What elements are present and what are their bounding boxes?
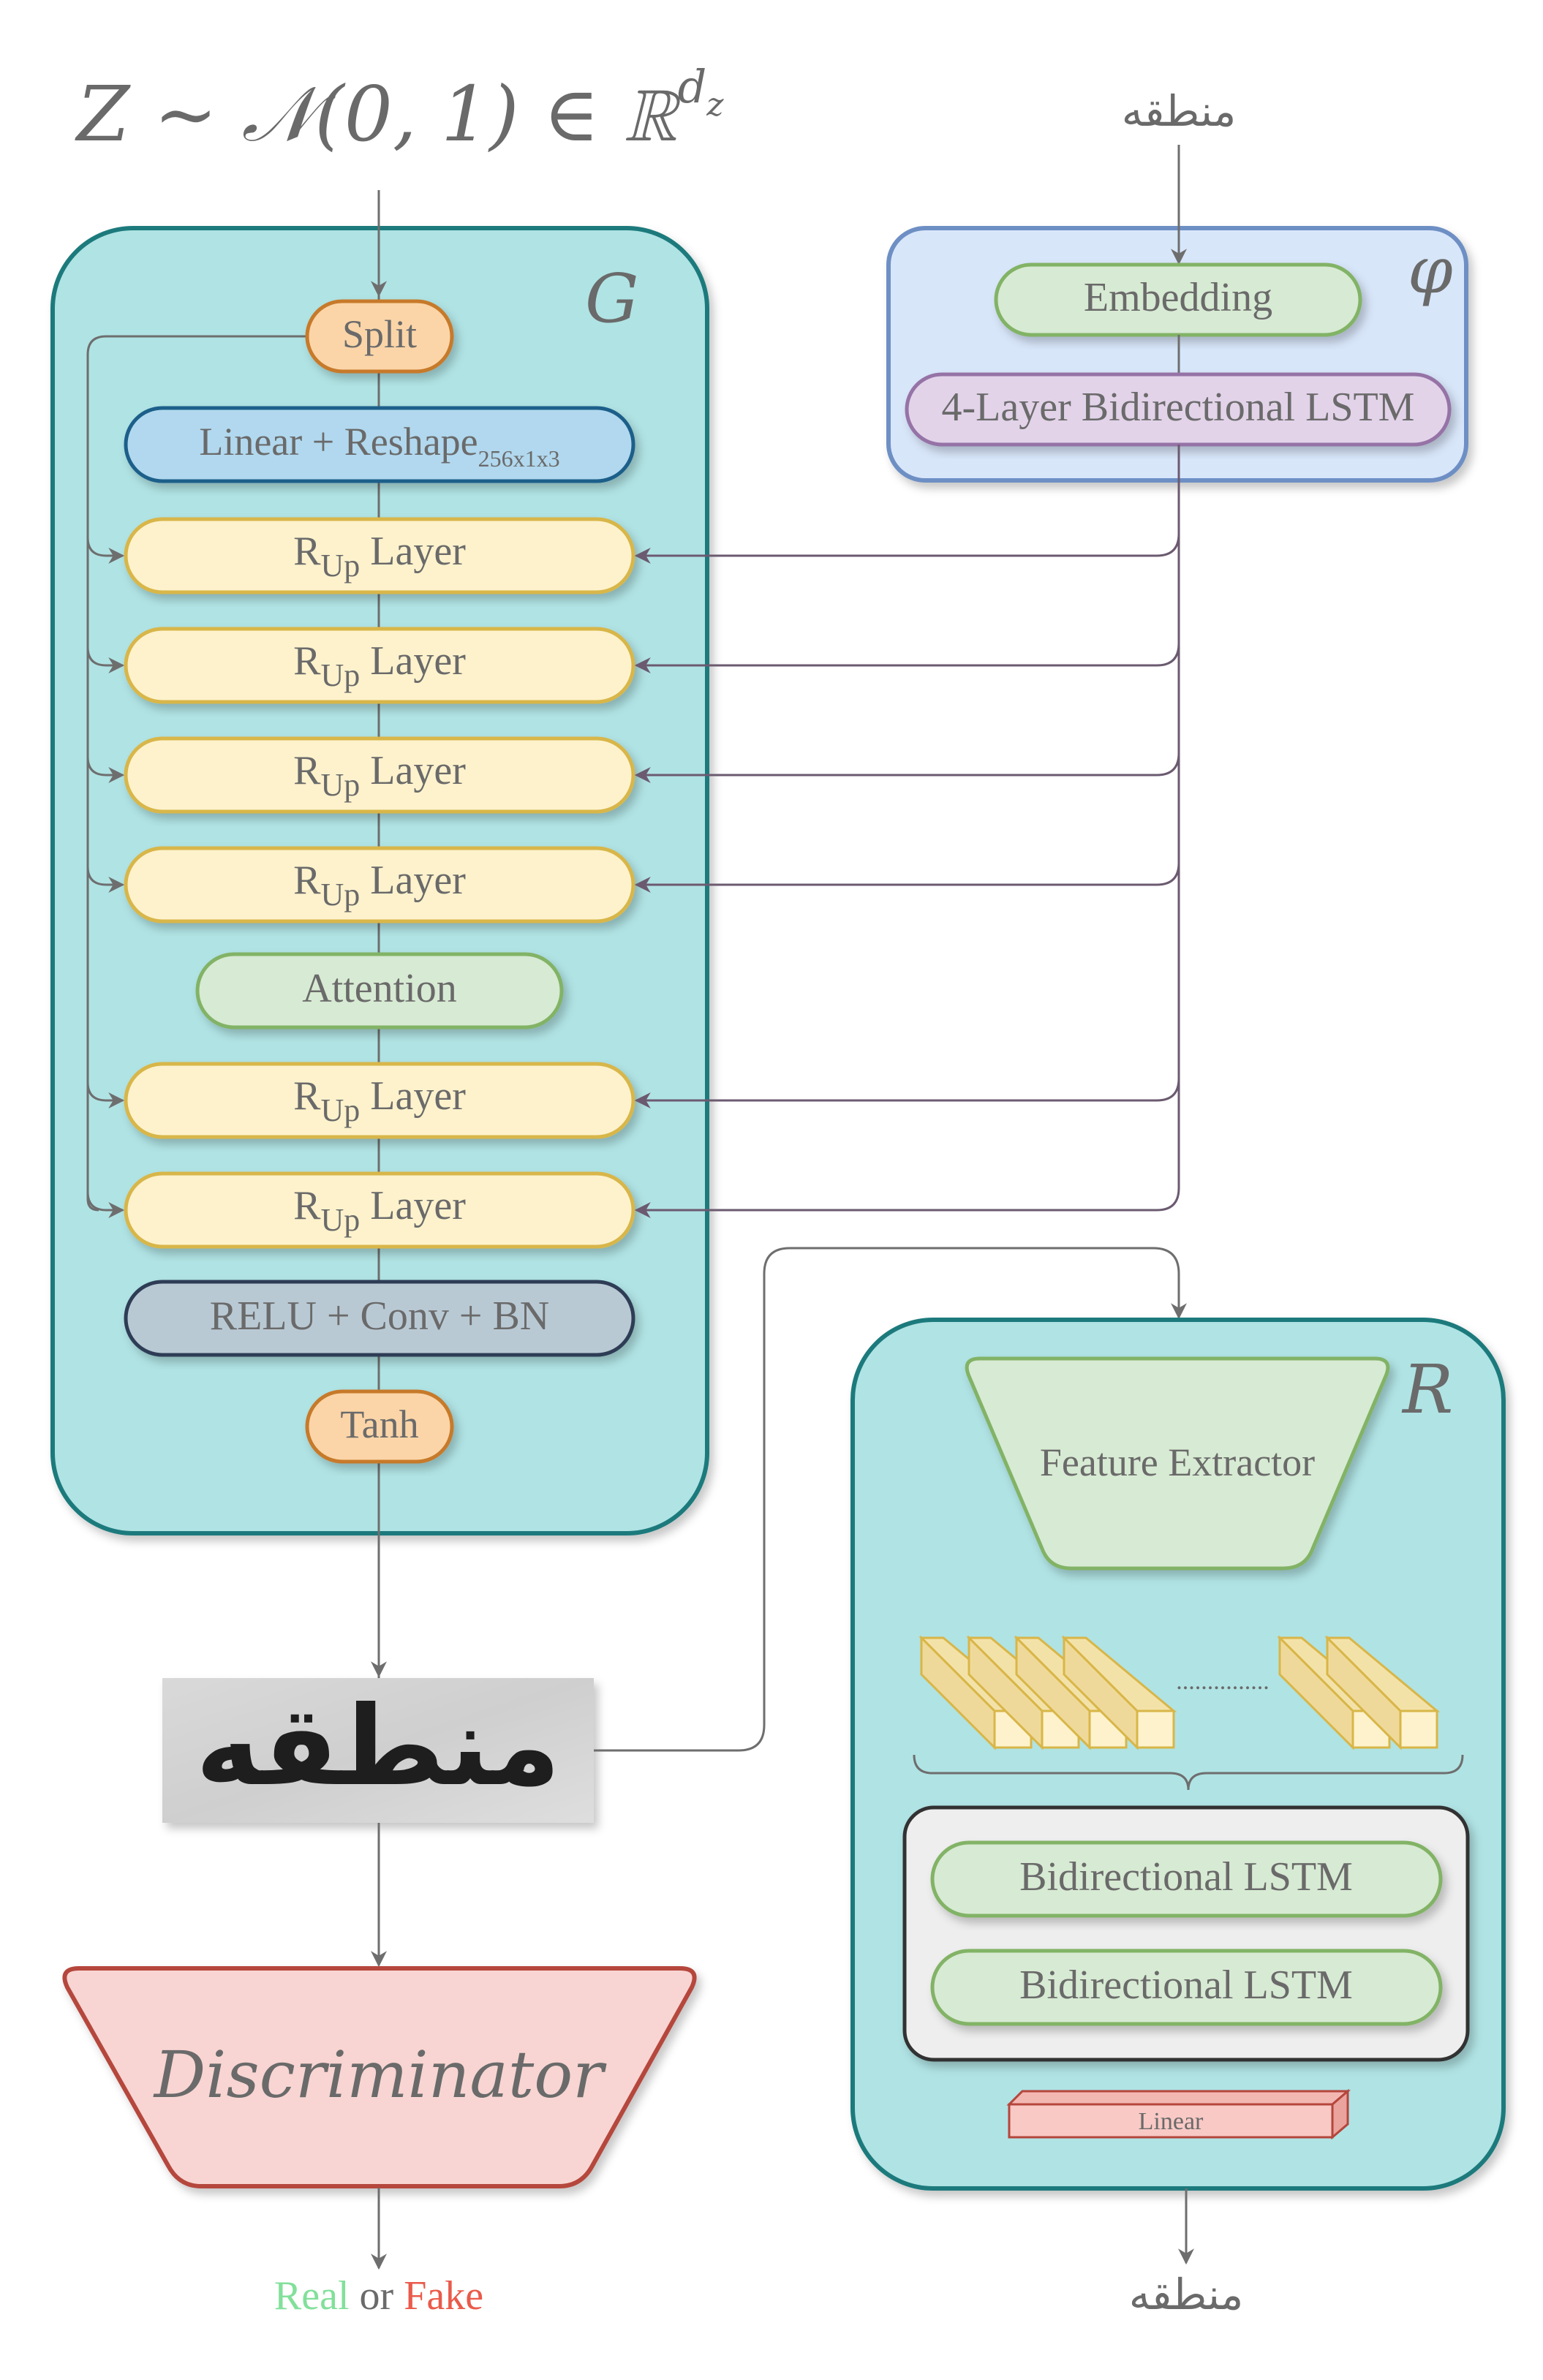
generator-label: G (585, 260, 639, 338)
feature-column-4 (1061, 1635, 1177, 1750)
feature-columns (918, 1635, 1441, 1750)
feature-dots: ............... (1176, 1668, 1270, 1695)
feature-extractor-label: Feature Extractor (1040, 1440, 1315, 1484)
feature-extractor-block (965, 1356, 1390, 1571)
split-bus (86, 335, 307, 1212)
split-bus-arrows (86, 537, 125, 1218)
bilstm-block-1 (930, 1840, 1443, 1918)
relu-conv-bn-label: RELU + Conv + BN (210, 1293, 550, 1339)
linear-reshape-block (124, 406, 635, 483)
rup-layer-6: RUp Layer (124, 1171, 635, 1249)
bilstm-block-2 (930, 1949, 1443, 2026)
attention-block (195, 952, 564, 1030)
svg-text:RUp Layer: RUp Layer (293, 858, 466, 913)
discriminator-label: Discriminator (153, 2037, 607, 2112)
svg-text:RUp Layer: RUp Layer (293, 1183, 466, 1238)
generated-image-word: منطقه (195, 1683, 560, 1810)
tanh-label: Tanh (340, 1402, 418, 1446)
tanh-block (305, 1389, 454, 1464)
recognizer-linear-label: Linear (1139, 2108, 1204, 2135)
generated-image (162, 1678, 594, 1823)
conditioning-arrows (634, 445, 1180, 1218)
relu-conv-bn-block (124, 1280, 635, 1357)
rup-layer-1: RUp Layer (124, 517, 635, 594)
rup-layer-5: RUp Layer (124, 1062, 635, 1139)
split-label: Split (342, 312, 417, 356)
svg-text:RUp Layer: RUp Layer (293, 529, 466, 583)
recognizer-linear-block (1006, 2088, 1351, 2140)
real-label: Real (274, 2273, 350, 2319)
rup-layer-2: RUp Layer (124, 627, 635, 704)
phi-lstm-label: 4-Layer Bidirectional LSTM (942, 385, 1415, 430)
linear-reshape-label: Linear + Reshape256x1x3 (199, 420, 559, 472)
bilstm-label-1: Bidirectional LSTM (1019, 1854, 1353, 1900)
svg-text:RUp Layer: RUp Layer (293, 638, 466, 693)
recognizer-label: R (1401, 1350, 1453, 1429)
input-word: منطقه (1122, 88, 1237, 135)
noise-formula: Z ∼ 𝒩(0, 1) ∈ ℝdz (75, 60, 724, 159)
recognizer-output-word: منطقه (1129, 2271, 1244, 2319)
split-block (305, 299, 454, 374)
attention-label: Attention (302, 966, 457, 1011)
rup-layer-4: RUp Layer (124, 846, 635, 923)
svg-text:RUp Layer: RUp Layer (293, 1073, 466, 1128)
discriminator-block (62, 1966, 697, 2188)
or-label: or (350, 2273, 404, 2319)
rup-layer-3: RUp Layer (124, 736, 635, 814)
discriminator-output: Real or Fake (274, 2273, 483, 2319)
embedding-label: Embedding (1084, 275, 1272, 320)
svg-text:RUp Layer: RUp Layer (293, 748, 466, 803)
phi-label: φ (1408, 233, 1453, 308)
fake-label: Fake (404, 2273, 483, 2319)
image-to-recognizer-arrow (594, 1247, 1187, 1752)
bilstm-label-2: Bidirectional LSTM (1019, 1962, 1353, 2008)
feature-brace (913, 1754, 1464, 1791)
feature-column-6 (1324, 1635, 1441, 1750)
